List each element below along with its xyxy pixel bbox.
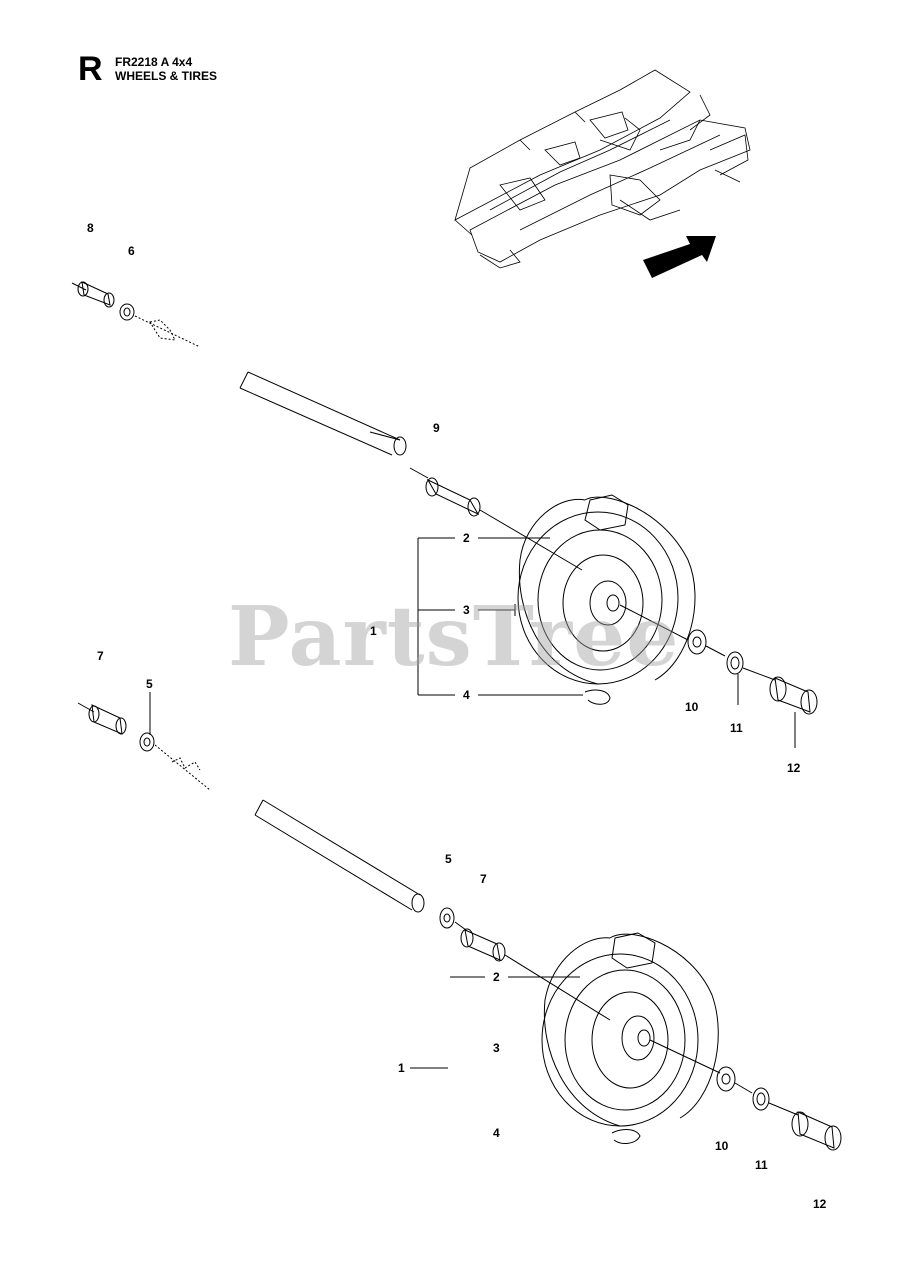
model-name: FR2218 A 4x4 (115, 55, 193, 69)
callout-5: 5 (146, 677, 153, 691)
callout-2: 2 (463, 531, 470, 545)
callout-11: 11 (730, 721, 743, 735)
callout-5: 5 (445, 852, 452, 866)
section-title: WHEELS & TIRES (115, 69, 218, 83)
callout-6: 6 (128, 244, 135, 258)
callout-10: 10 (715, 1139, 729, 1153)
callout-7: 7 (97, 649, 104, 663)
callout-1: 1 (398, 1061, 405, 1075)
callout-4: 4 (463, 688, 470, 702)
section-letter: R (78, 50, 103, 88)
arrow-icon (643, 236, 716, 278)
callout-3: 3 (463, 603, 470, 617)
callout-10: 10 (685, 700, 699, 714)
callout-3: 3 (493, 1041, 500, 1055)
callout-1: 1 (370, 624, 377, 638)
page-number: 12 (813, 1197, 827, 1211)
callout-7: 7 (480, 872, 487, 886)
title-block: FR2218 A 4x4 WHEELS & TIRES (115, 55, 217, 83)
tractor-chassis-thumbnail (454, 69, 751, 269)
callout-12: 12 (787, 761, 801, 775)
callout-11: 11 (755, 1158, 768, 1172)
lower-axle-assembly (77, 702, 842, 1151)
callout-8: 8 (87, 221, 94, 235)
upper-axle-assembly (71, 281, 818, 748)
callout-2: 2 (493, 970, 500, 984)
callout-9: 9 (433, 421, 440, 435)
callout-4: 4 (493, 1126, 500, 1140)
watermark: PartsTree (228, 589, 680, 685)
